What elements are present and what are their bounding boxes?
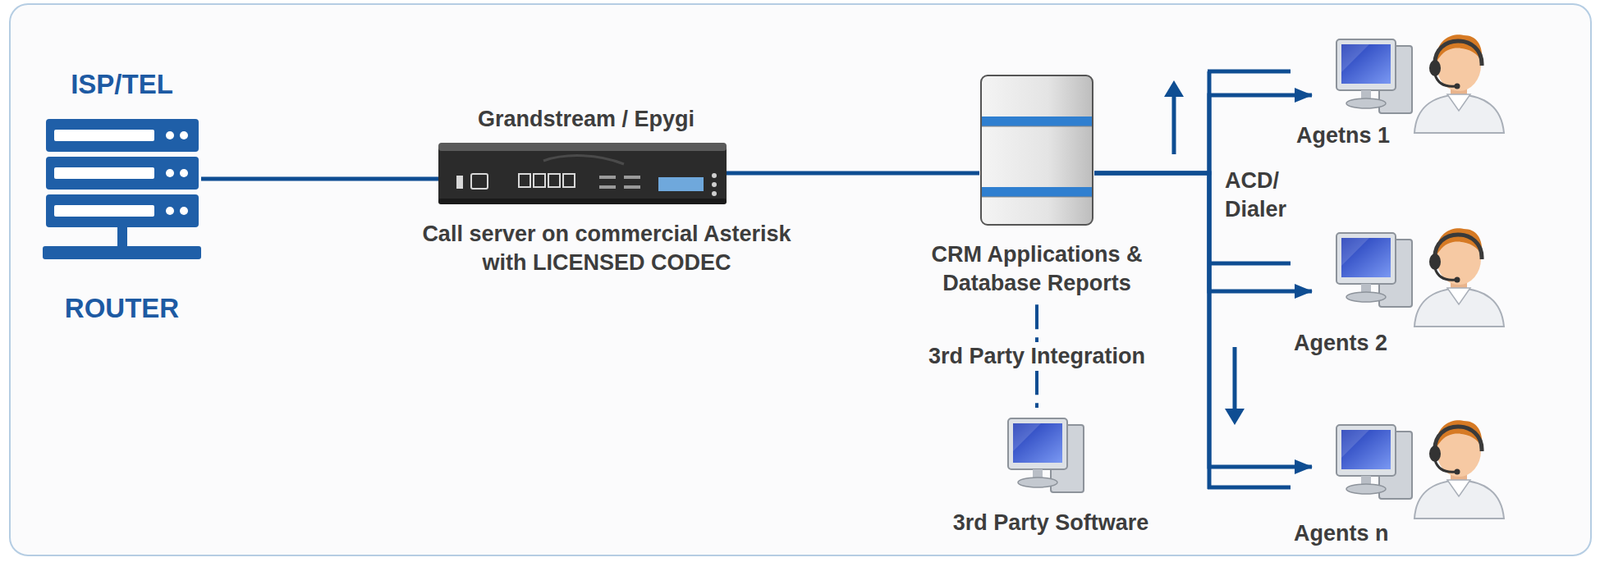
- node-caption: Call server on commercial Asterisk with …: [397, 220, 817, 278]
- node-label: 3rd Party Software: [935, 508, 1166, 538]
- node-label: ISP/TEL: [9, 67, 234, 103]
- connector: [1094, 95, 1312, 174]
- node-label: Agents 2: [1293, 329, 1388, 358]
- node-label: Grandstream / Epygi: [389, 105, 784, 134]
- annotation-label: ACD/ Dialer: [1224, 166, 1307, 225]
- call-server-node: Grandstream / EpygiCall server on commer…: [438, 142, 727, 205]
- agent-node: Agents 2: [1311, 222, 1511, 325]
- agent-node: Agents n: [1311, 412, 1511, 521]
- router-node: ISP/TELROUTER: [42, 117, 202, 264]
- crm-server-node: CRM Applications & Database Reports: [979, 73, 1095, 227]
- connector: [201, 177, 439, 182]
- node-caption: ROUTER: [9, 291, 234, 327]
- node-label: Agetns 1: [1296, 121, 1390, 151]
- connector: [726, 171, 980, 176]
- software-node: 3rd Party Software: [999, 412, 1102, 500]
- node-label: Agents n: [1293, 519, 1390, 549]
- agent-node: Agetns 1: [1311, 28, 1511, 133]
- edge-label: 3rd Party Integration: [923, 342, 1151, 372]
- node-label: CRM Applications & Database Reports: [909, 240, 1165, 298]
